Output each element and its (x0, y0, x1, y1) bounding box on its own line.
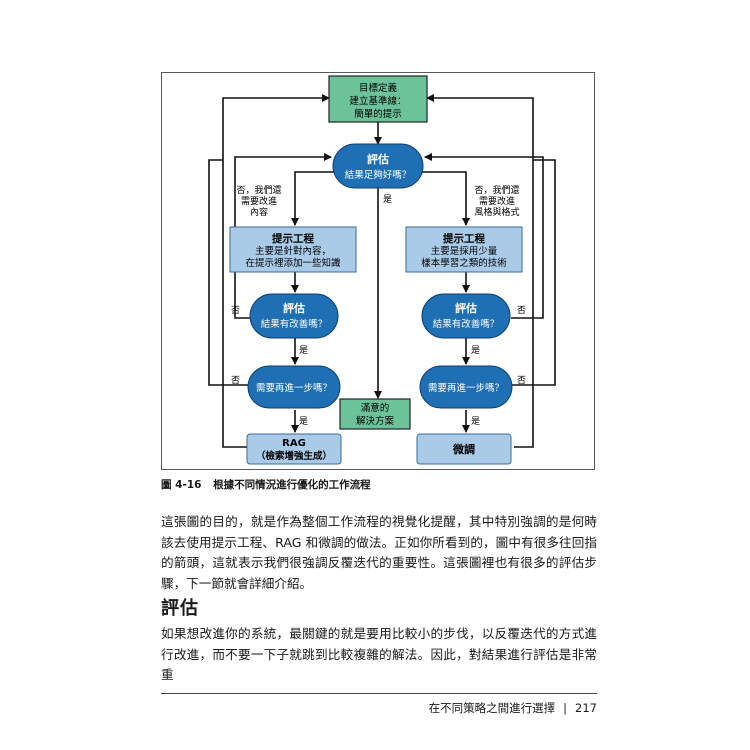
chapter-running-title: 在不同策略之間進行選擇 (428, 701, 556, 715)
svg-text:滿意的: 滿意的 (361, 402, 390, 414)
goal-line-3: 簡單的提示 (354, 108, 402, 120)
svg-text:需要改進: 需要改進 (479, 195, 515, 207)
yes-label-center: 是 (383, 194, 392, 205)
body-paragraph-2: 如果想改進你的系統，最關鍵的就是要用比較小的步伐，以反覆迭代的方式進行改進，而不… (161, 626, 597, 682)
footer-separator: | (563, 701, 568, 715)
svg-text:內容: 內容 (250, 206, 268, 218)
body-paragraph-1: 這張圖的目的，就是作為整個工作流程的視覺化提醒，其中特別強調的是何時該去使用提示… (161, 514, 597, 591)
svg-text:否，我們還: 否，我們還 (474, 184, 519, 196)
evaluate-mid-right-node: 評估 結果有改善嗎？ (421, 293, 511, 339)
svg-text:風格與格式: 風格與格式 (474, 206, 519, 218)
svg-text:RAG: RAG (282, 438, 306, 449)
satisfactory-solution-box: 滿意的 解決方案 (339, 398, 411, 430)
fine-tuning-box: 微調 (416, 433, 512, 465)
evaluate-top-node: 評估 結果足夠好嗎？ (332, 143, 424, 189)
prompt-engineering-right-box: 提示工程 主要是採用少量 樣本學習之類的技術 (405, 226, 523, 273)
svg-text:解決方案: 解決方案 (356, 415, 395, 427)
yes-label-left-low: 是 (299, 416, 308, 427)
rag-box: RAG （檢索增強生成） (246, 433, 342, 465)
no-label-left-low: 否 (231, 375, 240, 386)
yes-label-left-mid: 是 (299, 345, 308, 356)
page-number: 217 (575, 701, 597, 715)
eval-top-question: 結果足夠好嗎？ (345, 169, 412, 181)
evaluate-mid-left-node: 評估 結果有改善嗎？ (249, 293, 339, 339)
svg-text:樣本學習之類的技術: 樣本學習之類的技術 (421, 257, 507, 269)
figure-frame (161, 72, 595, 470)
footer-divider (161, 693, 597, 694)
figure-number: 圖 4-16 (161, 479, 202, 491)
svg-text:提示工程: 提示工程 (443, 232, 485, 245)
svg-text:提示工程: 提示工程 (272, 232, 314, 245)
goal-definition-box: 目標定義 建立基準線： 簡單的提示 (328, 75, 428, 123)
prompt-engineering-left-box: 提示工程 主要是針對內容， 在提示裡添加一些知識 (229, 226, 357, 273)
goal-line-2: 建立基準線： (349, 95, 406, 107)
svg-text:評估: 評估 (455, 301, 477, 315)
no-label-right-low: 否 (517, 375, 526, 386)
need-further-right-node: 需要再進一步嗎？ (419, 365, 513, 409)
yes-label-right-mid: 是 (471, 345, 480, 356)
figure-caption-text: 根據不同情況進行優化的工作流程 (213, 479, 371, 491)
svg-text:否，我們還: 否，我們還 (236, 184, 281, 196)
svg-text:主要是採用少量: 主要是採用少量 (431, 245, 498, 257)
eval-top-title: 評估 (367, 152, 389, 166)
figure-caption: 圖 4-16 根據不同情況進行優化的工作流程 (161, 477, 371, 492)
no-label-right-top: 否，我們還 需要改進 風格與格式 (474, 184, 519, 218)
svg-text:需要改進: 需要改進 (241, 195, 277, 207)
svg-text:在提示裡添加一些知識: 在提示裡添加一些知識 (245, 257, 341, 269)
svg-text:結果有改善嗎？: 結果有改善嗎？ (261, 318, 328, 330)
svg-text:微調: 微調 (452, 442, 475, 456)
goal-line-1: 目標定義 (359, 82, 398, 94)
svg-text:（檢索增強生成）: （檢索增強生成） (256, 450, 332, 462)
workflow-diagram: 目標定義 建立基準線： 簡單的提示 評估 結果足夠好嗎？ 否，我們還 需要改進 … (208, 75, 556, 465)
no-label-left-mid: 否 (231, 305, 240, 316)
section-heading: 評估 (161, 598, 199, 619)
svg-text:結果有改善嗎？: 結果有改善嗎？ (433, 318, 500, 330)
no-label-left-top: 否，我們還 需要改進 內容 (236, 184, 281, 218)
svg-text:需要再進一步嗎？: 需要再進一步嗎？ (256, 382, 332, 394)
page-footer: 在不同策略之間進行選擇 | 217 (429, 700, 597, 716)
need-further-left-node: 需要再進一步嗎？ (247, 365, 341, 409)
no-label-right-mid: 否 (517, 305, 526, 316)
svg-text:需要再進一步嗎？: 需要再進一步嗎？ (428, 382, 504, 394)
svg-text:評估: 評估 (283, 301, 305, 315)
svg-text:主要是針對內容，: 主要是針對內容， (255, 245, 331, 257)
yes-label-right-low: 是 (471, 416, 480, 427)
